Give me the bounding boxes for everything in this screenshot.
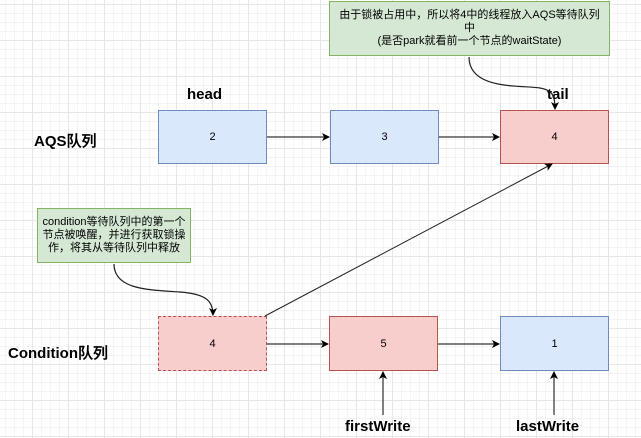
last-write-pointer-label: lastWrite [516, 418, 580, 435]
top-note-line1: 由于锁被占用中，所以将4中的线程放入AQS等待队列中 [339, 9, 600, 34]
condition-node-4[interactable]: 4 [158, 316, 267, 371]
aqs-node-value: 2 [209, 131, 216, 143]
condition-node-5[interactable]: 5 [329, 316, 438, 371]
tail-pointer-label: tail [547, 86, 569, 103]
condition-node-value: 5 [380, 337, 387, 350]
aqs-node-value: 3 [381, 131, 388, 143]
left-note-text: condition等待队列中的第一个节点被唤醒，并进行获取锁操作，将其从等待队列… [42, 216, 186, 254]
edge-top-note-to-tail [468, 56, 559, 110]
top-note-line2: (是否park就看前一个节点的waitState) [377, 35, 562, 47]
condition-node-value: 1 [551, 337, 558, 350]
condition-node-1[interactable]: 1 [500, 316, 609, 371]
head-pointer-label: head [187, 86, 223, 103]
aqs-node-value: 4 [551, 131, 558, 143]
condition-queue-label: Condition队列 [8, 345, 108, 362]
aqs-queue-label: AQS队列 [34, 133, 97, 150]
first-write-pointer-label: firstWrite [345, 418, 411, 435]
condition-node-value: 4 [209, 337, 216, 350]
left-note: condition等待队列中的第一个节点被唤醒，并进行获取锁操作，将其从等待队列… [37, 208, 191, 263]
edge-cond-4-to-aqs-tail [264, 163, 553, 317]
aqs-node-3[interactable]: 3 [330, 110, 439, 164]
aqs-node-4-tail[interactable]: 4 [500, 110, 609, 164]
aqs-node-2[interactable]: 2 [158, 110, 267, 164]
edge-left-note-to-cond-node [113, 263, 217, 316]
top-note: 由于锁被占用中，所以将4中的线程放入AQS等待队列中 (是否park就看前一个节… [329, 1, 610, 56]
